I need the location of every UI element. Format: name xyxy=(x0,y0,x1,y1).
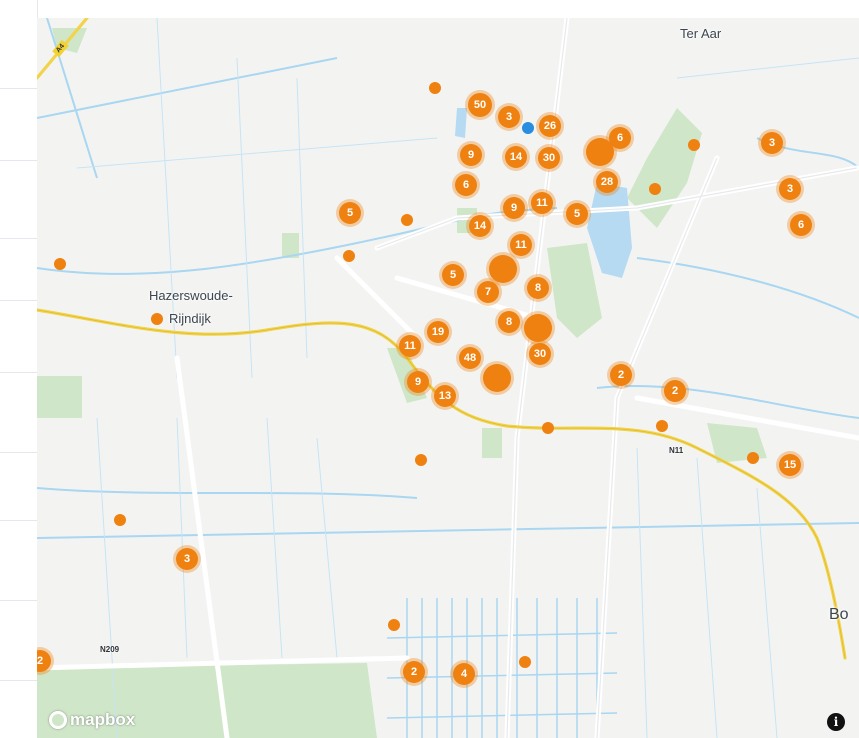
map-cluster[interactable]: 30 xyxy=(529,343,551,365)
map-cluster[interactable]: 11 xyxy=(531,192,553,214)
panel-divider xyxy=(0,88,37,89)
map-cluster[interactable]: 8 xyxy=(527,277,549,299)
map-basemap xyxy=(37,18,859,738)
map-cluster[interactable]: 15 xyxy=(779,454,801,476)
map-cluster[interactable]: 30 xyxy=(538,147,560,169)
map-marker[interactable] xyxy=(401,214,413,226)
mapbox-logo-text: mapbox xyxy=(70,710,136,729)
map-cluster[interactable]: 3 xyxy=(176,548,198,570)
info-icon[interactable]: i xyxy=(827,713,845,731)
panel-divider xyxy=(0,452,37,453)
place-label-rijndijk: Rijndijk xyxy=(169,311,211,326)
road-label-n209: N209 xyxy=(100,645,120,654)
map-cluster[interactable]: 6 xyxy=(609,127,631,149)
map-cluster[interactable]: 9 xyxy=(460,144,482,166)
map-cluster[interactable]: 19 xyxy=(427,321,449,343)
map-cluster[interactable]: 13 xyxy=(434,385,456,407)
map-marker[interactable] xyxy=(114,514,126,526)
map-cluster[interactable]: 4 xyxy=(453,663,475,685)
mapbox-logo[interactable]: mapbox xyxy=(49,710,135,730)
map-cluster[interactable]: 3 xyxy=(779,178,801,200)
map-cluster[interactable]: 2 xyxy=(403,661,425,683)
map-cluster[interactable]: 5 xyxy=(339,202,361,224)
side-panel xyxy=(0,0,38,738)
road-label-n11: N11 xyxy=(669,446,684,455)
map-cluster[interactable]: 11 xyxy=(399,335,421,357)
map-marker[interactable] xyxy=(519,656,531,668)
map-cluster[interactable]: 14 xyxy=(505,146,527,168)
map-cluster[interactable]: 7 xyxy=(477,281,499,303)
panel-divider xyxy=(0,680,37,681)
map-marker[interactable] xyxy=(542,422,554,434)
map-marker[interactable] xyxy=(649,183,661,195)
map-cluster[interactable]: 28 xyxy=(596,171,618,193)
map-marker[interactable] xyxy=(415,454,427,466)
map-marker[interactable] xyxy=(388,619,400,631)
panel-divider xyxy=(0,520,37,521)
panel-divider xyxy=(0,300,37,301)
panel-divider xyxy=(0,238,37,239)
map-cluster[interactable]: 26 xyxy=(539,115,561,137)
map-cluster[interactable]: 6 xyxy=(455,174,477,196)
map-marker[interactable] xyxy=(151,313,163,325)
map-cluster[interactable]: 2 xyxy=(610,364,632,386)
map-cluster[interactable]: 5 xyxy=(566,203,588,225)
map-cluster[interactable]: 11 xyxy=(510,234,532,256)
place-label-bo: Bo xyxy=(829,606,849,623)
panel-divider xyxy=(0,160,37,161)
map-marker[interactable] xyxy=(688,139,700,151)
map-cluster[interactable]: 9 xyxy=(407,371,429,393)
map-cluster[interactable]: 2 xyxy=(664,380,686,402)
map-cluster-large[interactable] xyxy=(483,364,511,392)
map-cluster[interactable]: 9 xyxy=(503,197,525,219)
panel-divider xyxy=(0,372,37,373)
map-cluster[interactable]: 3 xyxy=(498,106,520,128)
map-marker[interactable] xyxy=(747,452,759,464)
place-label-hazerswoude: Hazerswoude- xyxy=(149,288,233,303)
map-cluster[interactable]: 48 xyxy=(459,347,481,369)
map-canvas[interactable]: Ter Aar Hazerswoude- Rijndijk Bo A4 N11 … xyxy=(37,18,859,738)
map-cluster[interactable]: 8 xyxy=(498,311,520,333)
map-cluster[interactable]: 2 xyxy=(37,650,51,672)
map-marker[interactable] xyxy=(54,258,66,270)
map-cluster[interactable]: 6 xyxy=(790,214,812,236)
map-marker[interactable] xyxy=(429,82,441,94)
place-label-ter-aar: Ter Aar xyxy=(680,26,722,41)
map-marker[interactable] xyxy=(656,420,668,432)
map-cluster[interactable]: 5 xyxy=(442,264,464,286)
panel-divider xyxy=(0,600,37,601)
map-cluster[interactable]: 50 xyxy=(468,93,492,117)
map-marker-selected[interactable] xyxy=(522,122,534,134)
map-cluster-large[interactable] xyxy=(524,314,552,342)
map-cluster[interactable]: 14 xyxy=(469,215,491,237)
mapbox-logo-icon xyxy=(49,711,67,729)
map-marker[interactable] xyxy=(343,250,355,262)
map-cluster-large[interactable] xyxy=(489,255,517,283)
map-cluster[interactable]: 3 xyxy=(761,132,783,154)
